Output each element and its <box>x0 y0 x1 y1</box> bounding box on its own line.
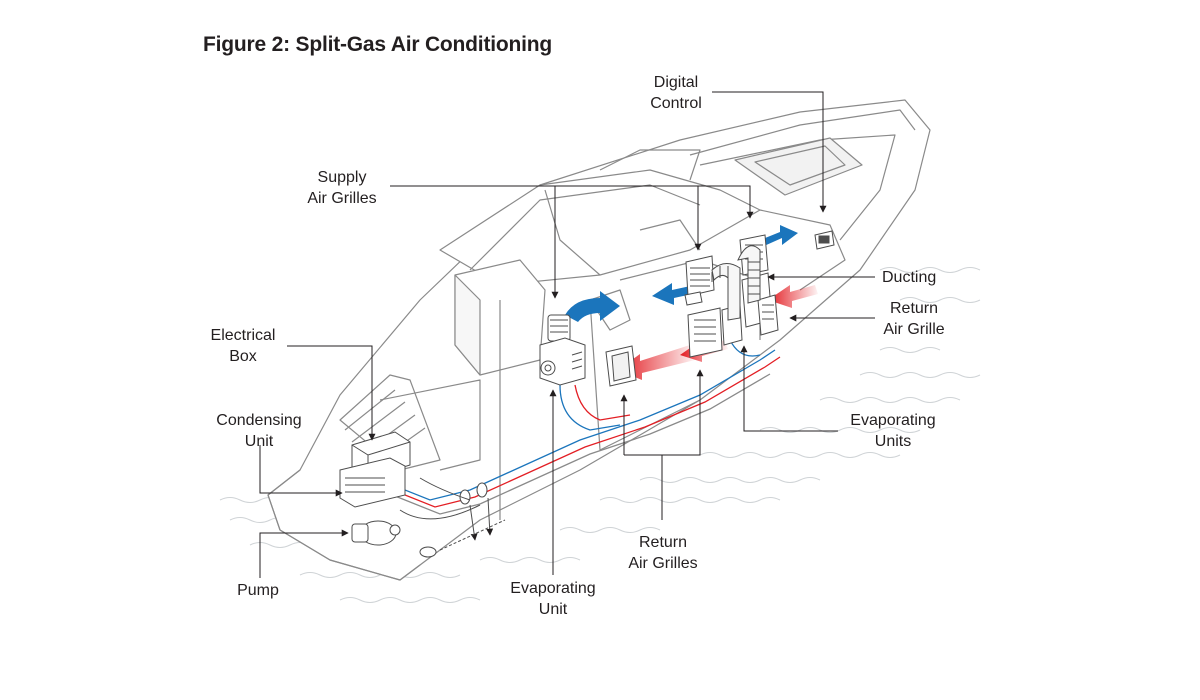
hot-air-arrow-forward <box>768 285 818 308</box>
refrigerant-lines <box>379 339 781 515</box>
pump <box>351 520 401 546</box>
return-air-grille-aft <box>605 345 637 387</box>
label-pump: Pump <box>237 582 279 599</box>
cool-air-arrow-forward-top <box>760 225 798 246</box>
ducting <box>711 245 761 321</box>
hot-air-arrow-aft <box>618 345 695 380</box>
leader-lines <box>259 91 875 578</box>
boat-hull <box>267 99 931 581</box>
label-ducting: Ducting <box>882 269 937 286</box>
condensing-unit <box>339 431 411 508</box>
cool-air-arrow-forward-left <box>652 283 697 305</box>
components <box>339 230 835 558</box>
cool-air-arrow-aft <box>565 291 620 322</box>
figure-title: Figure 2: Split-Gas Air Conditioning <box>203 33 553 56</box>
digital-control-panel <box>814 230 835 250</box>
thru-hull-fittings <box>419 482 488 558</box>
water-ripples <box>219 267 981 603</box>
evaporating-unit-aft <box>539 314 586 386</box>
